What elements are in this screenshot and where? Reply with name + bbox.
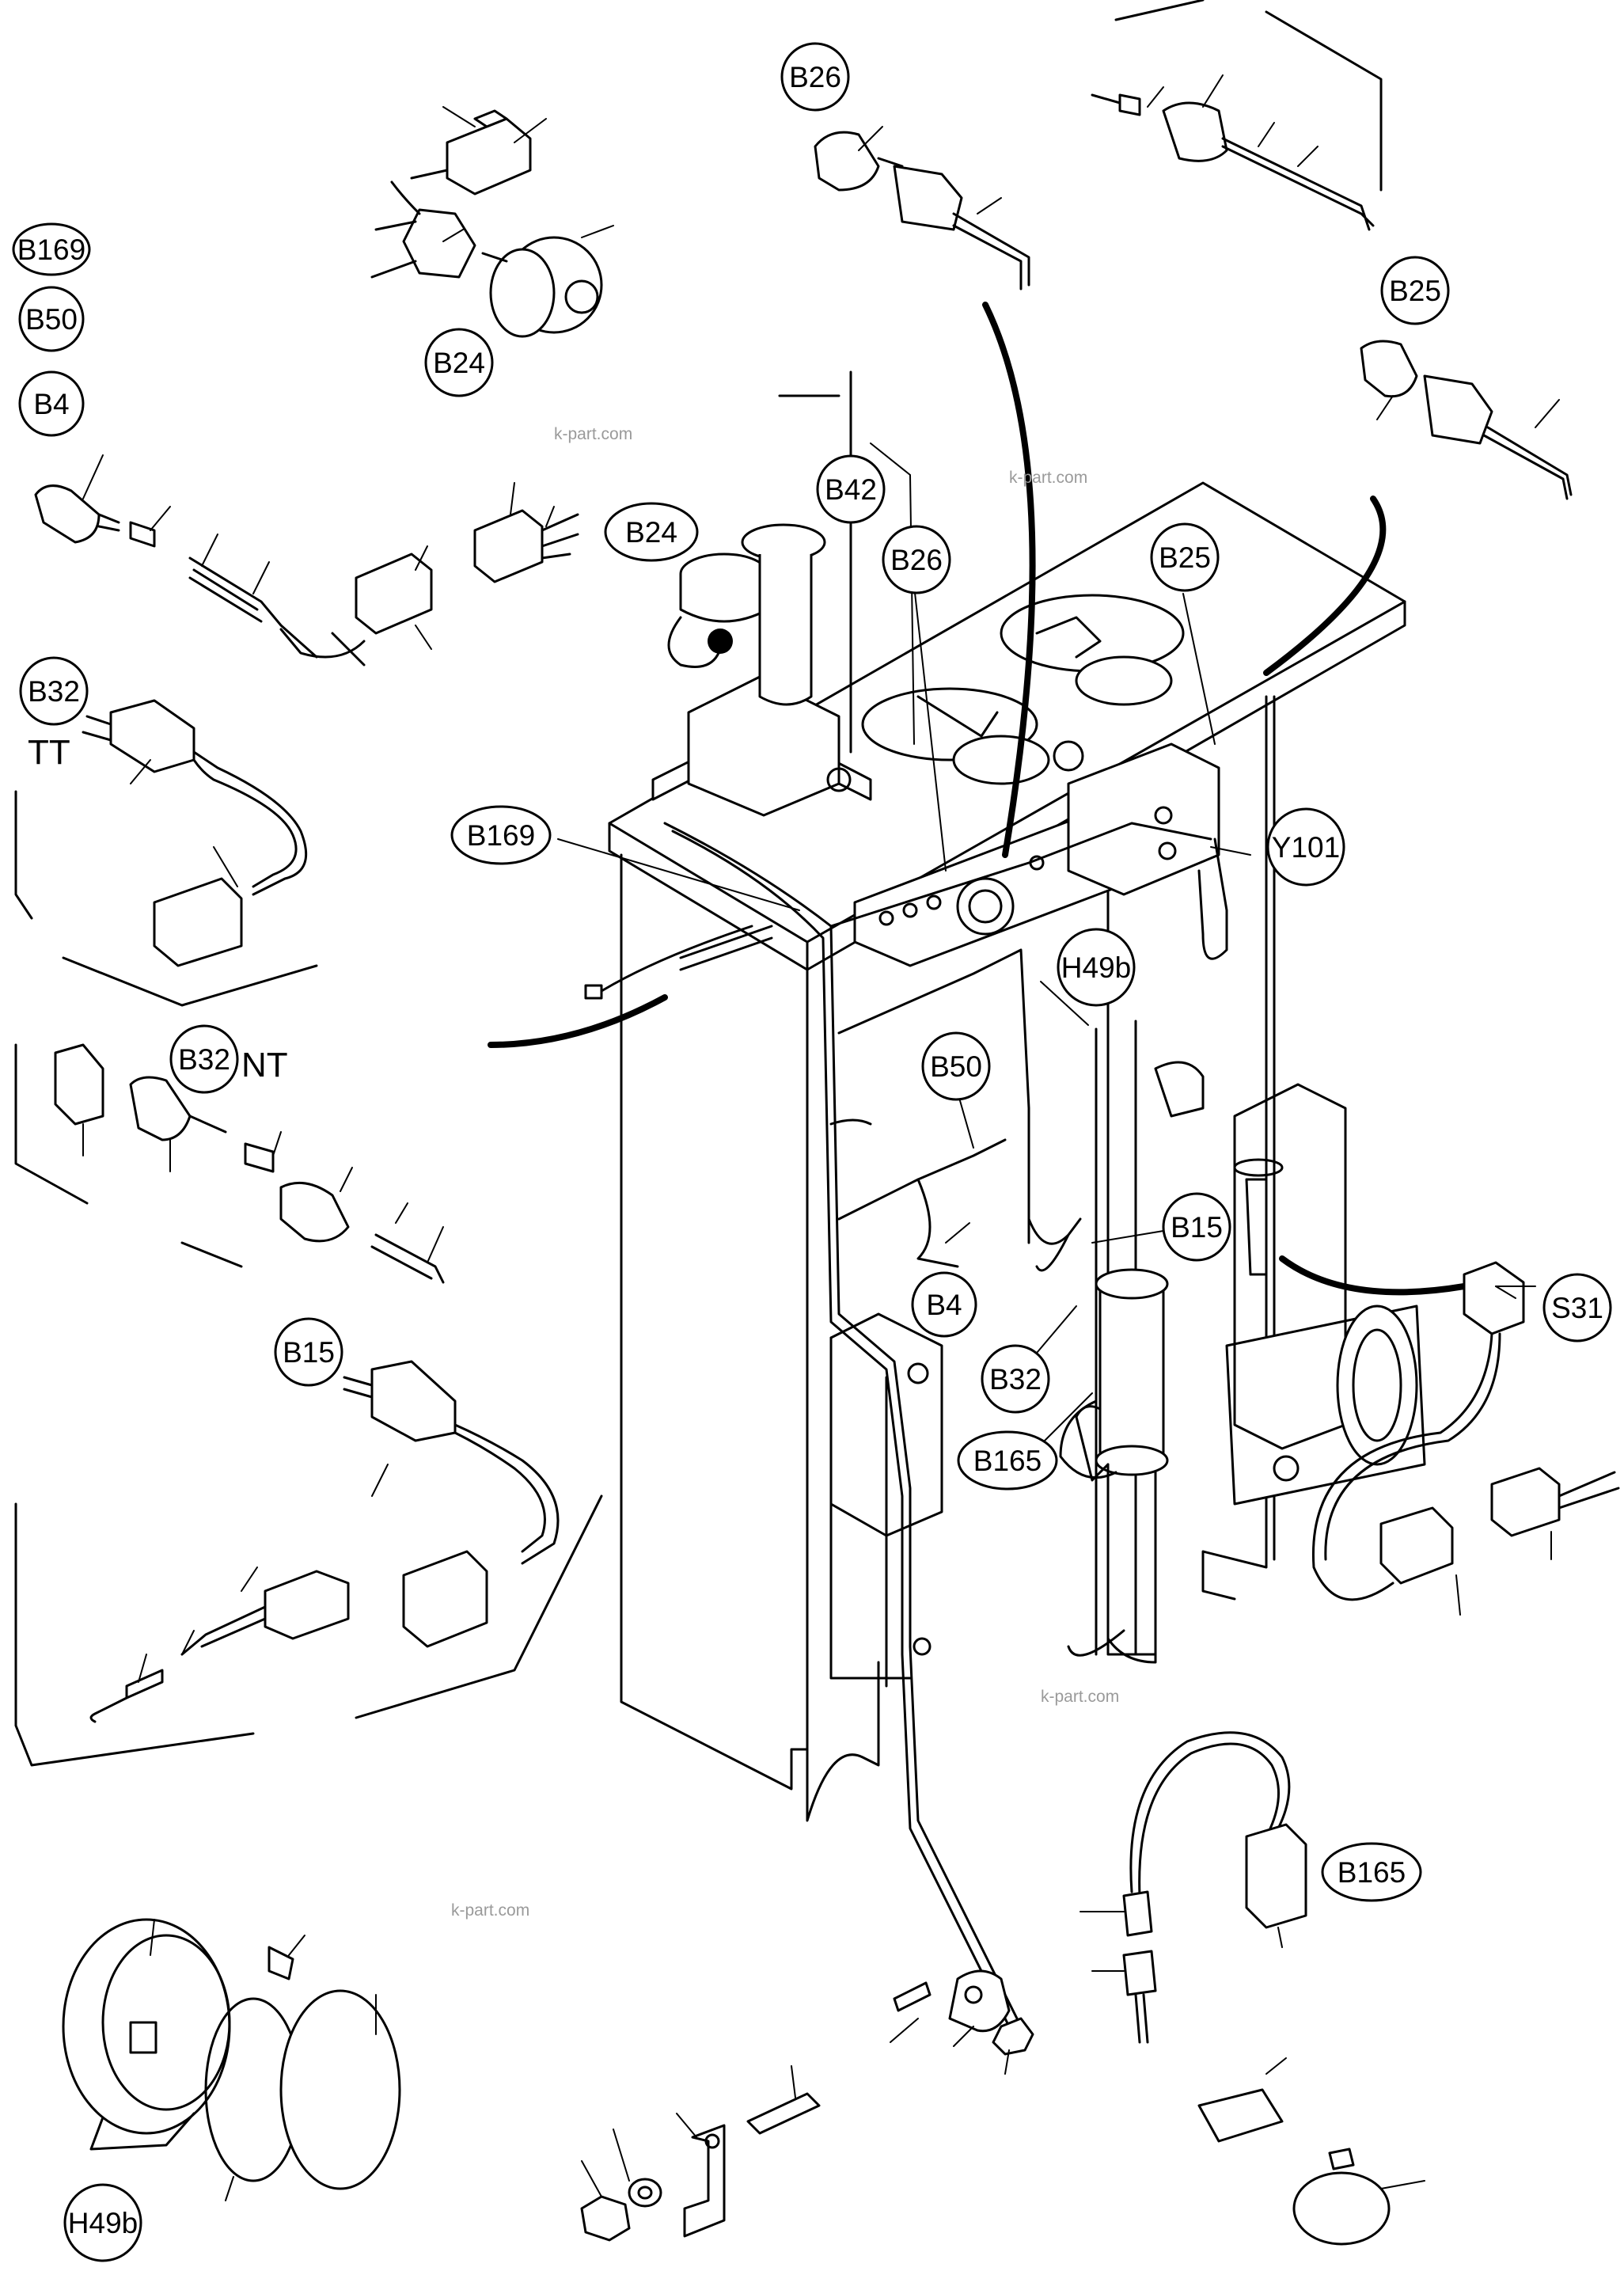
b165-sensor [1080,1731,1307,2044]
b26-sender [814,126,1030,291]
b32-nt-sender [14,1043,445,1284]
label-b32-body: B32 [981,1344,1050,1414]
label-h49b-body: H49b [1057,928,1136,1007]
machine-frame [608,481,1406,1822]
cable-runs [488,302,1467,1296]
top-tanks [861,594,1185,785]
watermark: k-part.com [1041,1688,1119,1706]
b15-sender [14,1360,603,1767]
label-b50-body: B50 [921,1031,991,1101]
label-b24-top-text: B24 [433,347,485,379]
label-b169-body: B169 [450,805,552,865]
label-y101: Y101 [1266,807,1345,887]
label-b32-nt: B32 [169,1024,239,1094]
label-b26-top: B26 [780,42,850,112]
s31-switch [1311,1261,1620,1616]
watermark: k-part.com [1009,469,1087,487]
label-b25-top: B25 [1380,256,1450,325]
label-b4-body-text: B4 [926,1289,962,1321]
label-b15-left-text: B15 [283,1336,335,1369]
label-b24-body-text: B24 [625,516,677,549]
label-b50-left-text: B50 [25,303,78,336]
label-nt: NT [241,1046,288,1084]
label-h49b-bottom: H49b [63,2183,142,2262]
label-b32-tt: B32 [19,656,89,726]
leader-lines [557,442,1536,1441]
b24-connector-assembly [370,106,614,338]
label-b42: B42 [816,454,886,524]
label-b165-right: B165 [1321,1842,1422,1902]
b4-b50-b169-sender [34,454,579,666]
label-b15-body: B15 [1162,1192,1231,1262]
label-b32-tt-text: B32 [28,675,80,708]
watermark: k-part.com [554,425,632,443]
hardware-parts [580,1969,1425,2246]
label-b50-body-text: B50 [930,1050,982,1083]
label-b165-right-text: B165 [1338,1856,1406,1889]
harness [584,822,1228,2036]
valve-block [853,740,1220,967]
label-b26-top-text: B26 [789,61,841,93]
label-y101-text: Y101 [1272,831,1340,864]
b24-reservoir [651,370,872,817]
label-b25-top-text: B25 [1389,275,1441,307]
label-b24-top: B24 [424,328,494,397]
label-b32-nt-text: B32 [178,1043,230,1076]
label-b32-body-text: B32 [989,1363,1042,1396]
label-tt: TT [28,733,70,772]
label-b42-text: B42 [825,473,877,506]
b25-sender [1360,340,1573,500]
label-b50-left: B50 [18,286,85,352]
pipes [1095,1020,1426,1656]
label-b169-left: B169 [12,222,91,276]
label-s31-text: S31 [1551,1292,1603,1324]
label-b15-left: B15 [274,1317,343,1387]
label-h49b-body-text: H49b [1061,951,1131,984]
label-b4-left: B4 [18,370,85,437]
h49b-horn [62,1918,401,2201]
label-b169-body-text: B169 [467,819,535,852]
watermark: k-part.com [451,1901,529,1920]
label-b26-body-text: B26 [890,544,943,576]
label-b24-body: B24 [604,502,699,562]
label-b25-body-text: B25 [1159,541,1211,574]
label-b4-body: B4 [911,1271,977,1338]
label-b4-left-text: B4 [33,388,69,420]
label-b15-body-text: B15 [1171,1211,1223,1244]
label-b165-body-text: B165 [973,1445,1042,1477]
label-s31: S31 [1542,1273,1612,1342]
label-b26-body: B26 [882,525,951,594]
b32-tt-sender [14,699,318,1007]
label-h49b-bottom-text: H49b [68,2207,138,2239]
label-b169-left-text: B169 [17,234,85,266]
label-b25-body: B25 [1150,522,1220,592]
b25-sender-exploded [1091,0,1383,231]
label-b165-body: B165 [957,1430,1058,1491]
